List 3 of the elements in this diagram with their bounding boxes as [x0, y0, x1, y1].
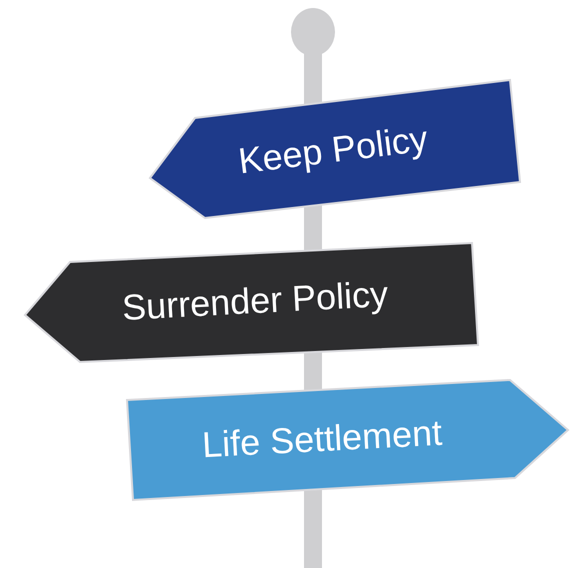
sign-label: Surrender Policy — [121, 273, 390, 329]
sign-label: Keep Policy — [236, 118, 430, 182]
sign-label: Life Settlement — [201, 412, 444, 466]
